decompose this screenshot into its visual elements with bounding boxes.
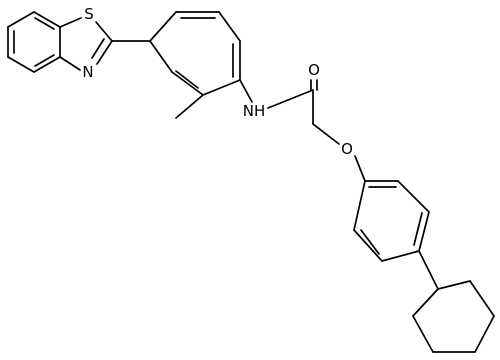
methyl-bond [175, 94, 204, 119]
benzothiazole-benzene-ring [7, 11, 61, 73]
ether-bond [354, 155, 366, 182]
ether-oxygen-label: O [341, 140, 353, 158]
cyclohexyl-attachment-bond [418, 250, 439, 290]
thiazole-nitrogen-label: N [82, 63, 93, 81]
cyclohexane-ring [412, 280, 495, 353]
amide-linker [239, 79, 340, 145]
sulfur-atom-label: S [84, 5, 94, 23]
carbonyl-oxygen-label: O [308, 61, 320, 79]
amide-nh-label: NH [243, 102, 266, 120]
benzothiazole-thiazole-ring [59, 17, 113, 71]
phenoxy-ring [353, 180, 430, 262]
central-phenyl-ring [149, 11, 241, 96]
